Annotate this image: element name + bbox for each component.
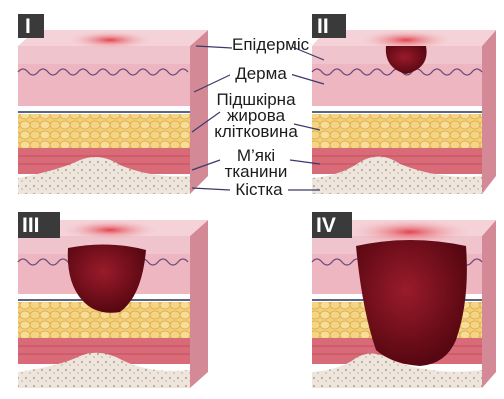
label-dermis: Дерма bbox=[230, 66, 292, 82]
stage-2-tissue-block bbox=[312, 30, 496, 194]
stage-4-tissue-block bbox=[312, 219, 496, 388]
label-epidermis: Епідерміс bbox=[232, 37, 292, 53]
stage-3-numeral: III bbox=[22, 214, 40, 238]
label-soft-tissue: М’які тканини bbox=[220, 148, 292, 180]
stage-3-tissue-block bbox=[18, 220, 208, 388]
label-bone: Кістка bbox=[230, 182, 288, 198]
label-soft-tissue-line2: тканини bbox=[220, 164, 292, 180]
stage-1-badge bbox=[18, 14, 44, 38]
stage-2-numeral: II bbox=[317, 15, 329, 39]
stage-4-numeral: IV bbox=[316, 214, 336, 238]
stage-1-tissue-block bbox=[18, 30, 208, 194]
label-subcutaneous: Підшкірна жирова клітковина bbox=[214, 92, 298, 140]
label-subcutaneous-line3: клітковина bbox=[214, 124, 298, 140]
leader-bone-left bbox=[192, 188, 230, 190]
stage-1-numeral: I bbox=[25, 15, 31, 39]
